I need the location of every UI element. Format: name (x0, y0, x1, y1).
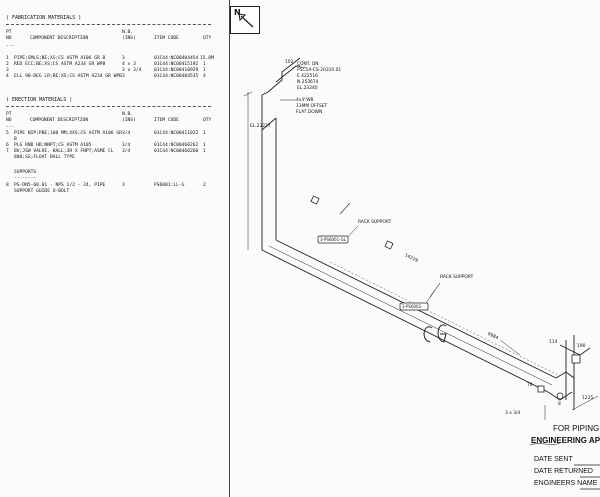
dim-1225: 1225 (582, 396, 594, 401)
support-tag: 3-PS6001-GL (320, 237, 347, 242)
col-nb: N.B. (122, 30, 134, 35)
col-item-code: ITEM CODE (154, 118, 179, 123)
dim-102: 102 (285, 60, 294, 65)
el-left: EL.23227 (250, 124, 271, 129)
col-qty: QTY (203, 118, 212, 123)
north-arrow-icon (238, 13, 254, 28)
approval-line-1: FOR PIPING (553, 424, 600, 433)
divider (6, 24, 211, 25)
col-no: NO (6, 36, 12, 41)
col-pt: PT (6, 112, 12, 117)
engineers-name-label: ENGINEERS NAME (534, 480, 598, 487)
col-nb: N.B. (122, 112, 134, 117)
col-description: COMPONENT DESCRIPTION (30, 118, 89, 123)
north-arrow-box: N (230, 6, 260, 34)
coord-el: EL.23240 (297, 86, 318, 91)
erection-materials-title: ( ERECTION MATERIALS ) (6, 97, 73, 103)
rack-support-label: RACK SUPPORT (358, 220, 392, 225)
col-no: NO (6, 118, 12, 123)
north-label: N (234, 8, 241, 17)
offset-note-2: 13MM OFFSET (296, 104, 328, 109)
date-returned-label: DATE RETURNED (534, 468, 593, 475)
rack-support-label: RACK SUPPORT (440, 275, 474, 280)
bill-of-materials: ( FABRICATION MATERIALS ) PT NO COMPONEN… (0, 0, 230, 497)
dim-114: 114 (549, 340, 558, 345)
col-description: COMPONENT DESCRIPTION (30, 36, 89, 41)
col-ins: (INS) (122, 118, 136, 123)
support-tag: 3-PS6001- (402, 304, 423, 309)
cont-label: CONT. ON (297, 62, 319, 67)
supports-title: SUPPORTS (14, 170, 37, 175)
col-ins: (INS) (122, 36, 136, 41)
dim-3x34: 3 x 3/4 (505, 411, 521, 416)
pipe-isometric (243, 57, 599, 420)
dashes: --- (6, 125, 15, 130)
date-sent-label: DATE SENT (534, 456, 573, 463)
dim-8: 8 (558, 402, 561, 407)
approval-line-2: ENGINEERING APPR (531, 436, 600, 445)
cont-ref: P5C1A-CS-20310.01 (297, 68, 342, 73)
offset-note-3: FLAT DOWN (296, 110, 323, 115)
coord-e: E 422516 (297, 74, 318, 79)
dim-190: 190 (577, 344, 586, 349)
col-item-code: ITEM CODE (154, 36, 179, 41)
approval-rules (529, 442, 600, 490)
divider (6, 106, 211, 107)
col-pt: PT (6, 30, 12, 35)
fabrication-materials-title: ( FABRICATION MATERIALS ) (6, 15, 82, 21)
coord-n: N 253674 (297, 80, 319, 85)
col-qty: QTY (203, 36, 212, 41)
dashes: --- (6, 44, 15, 49)
offset-note-1: 4x3"WB (296, 98, 314, 103)
dashes: -------- (14, 176, 37, 181)
dim-70: 70 (527, 383, 533, 388)
